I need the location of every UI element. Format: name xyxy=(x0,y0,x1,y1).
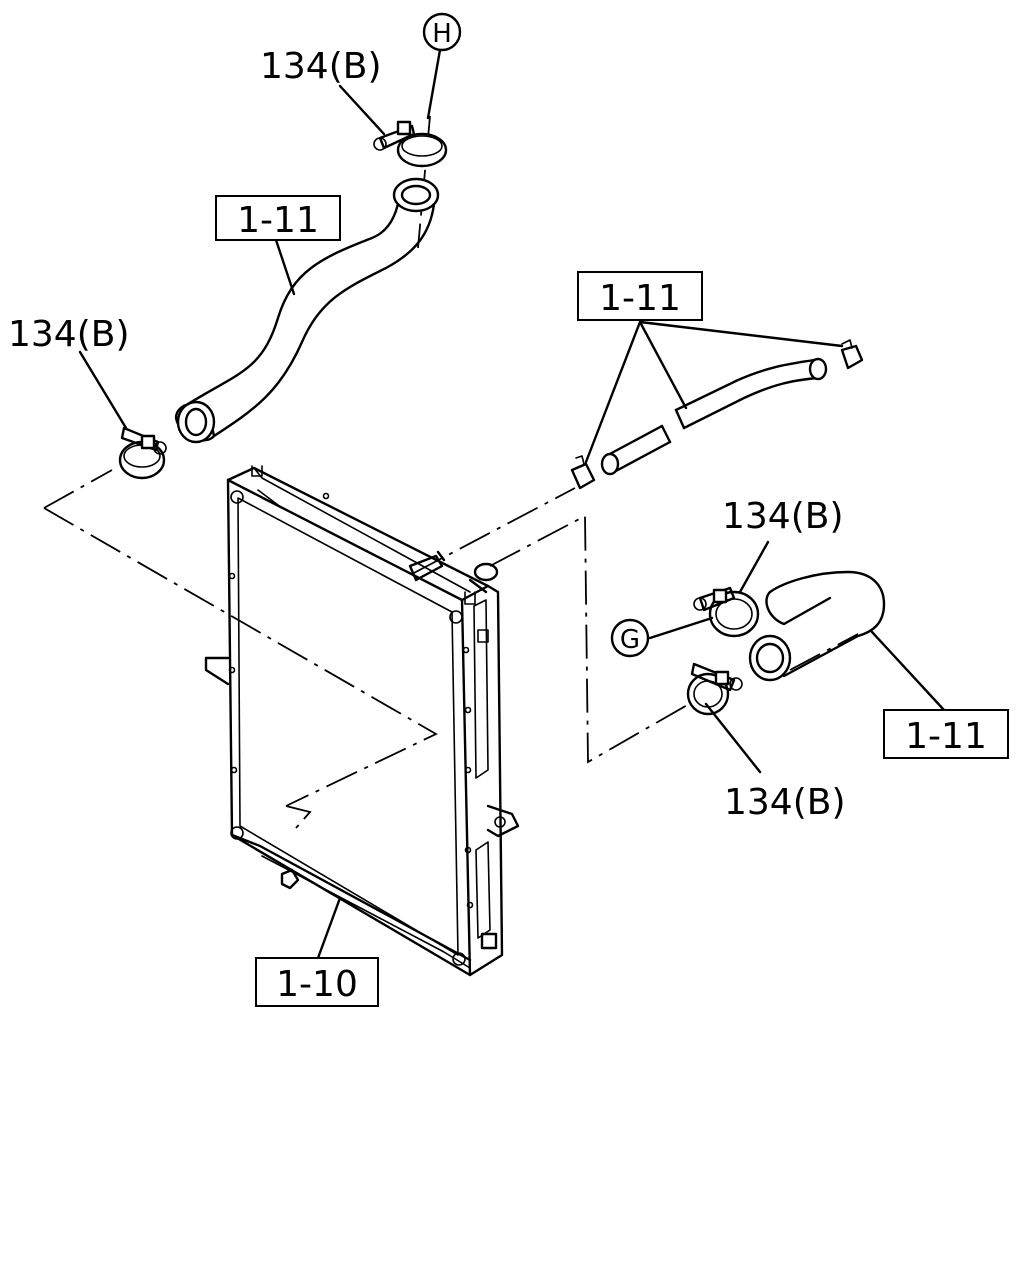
part-label-upper-hose: 1-11 xyxy=(215,195,341,241)
part-label-lower-hose: 1-11 xyxy=(883,709,1009,759)
part-label-bypass-hose: 1-11 xyxy=(577,271,703,321)
part-label-radiator: 1-10 xyxy=(255,957,379,1007)
upper-hose xyxy=(174,177,440,444)
callout-ref-g: G xyxy=(610,618,650,658)
ref-g-label: G xyxy=(620,625,640,655)
clamp-right-upper-label: 134(B) xyxy=(722,496,844,537)
hose-clamp-right-upper xyxy=(693,586,760,638)
bypass-hose-label: 1-11 xyxy=(599,278,681,319)
upper-hose-label: 1-11 xyxy=(237,200,319,241)
clamp-upper-top-label: 134(B) xyxy=(260,46,382,87)
lower-hose xyxy=(748,570,886,682)
bypass-clip-right xyxy=(840,339,864,370)
callout-ref-h: H xyxy=(422,12,462,52)
hose-clamp-upper-top xyxy=(373,120,448,168)
clamp-upper-left-label: 134(B) xyxy=(8,314,130,355)
radiator-core xyxy=(204,465,520,977)
leader-lines xyxy=(78,48,946,960)
clamp-right-lower-label: 134(B) xyxy=(724,782,846,823)
hose-clamp-upper-left xyxy=(118,426,167,480)
ref-h-label: H xyxy=(432,19,452,49)
radiator-label: 1-10 xyxy=(276,964,358,1005)
lower-hose-label: 1-11 xyxy=(905,716,987,757)
hose-clamp-right-lower xyxy=(686,662,743,716)
bypass-hose xyxy=(600,357,828,476)
bypass-clip-left xyxy=(570,455,596,490)
